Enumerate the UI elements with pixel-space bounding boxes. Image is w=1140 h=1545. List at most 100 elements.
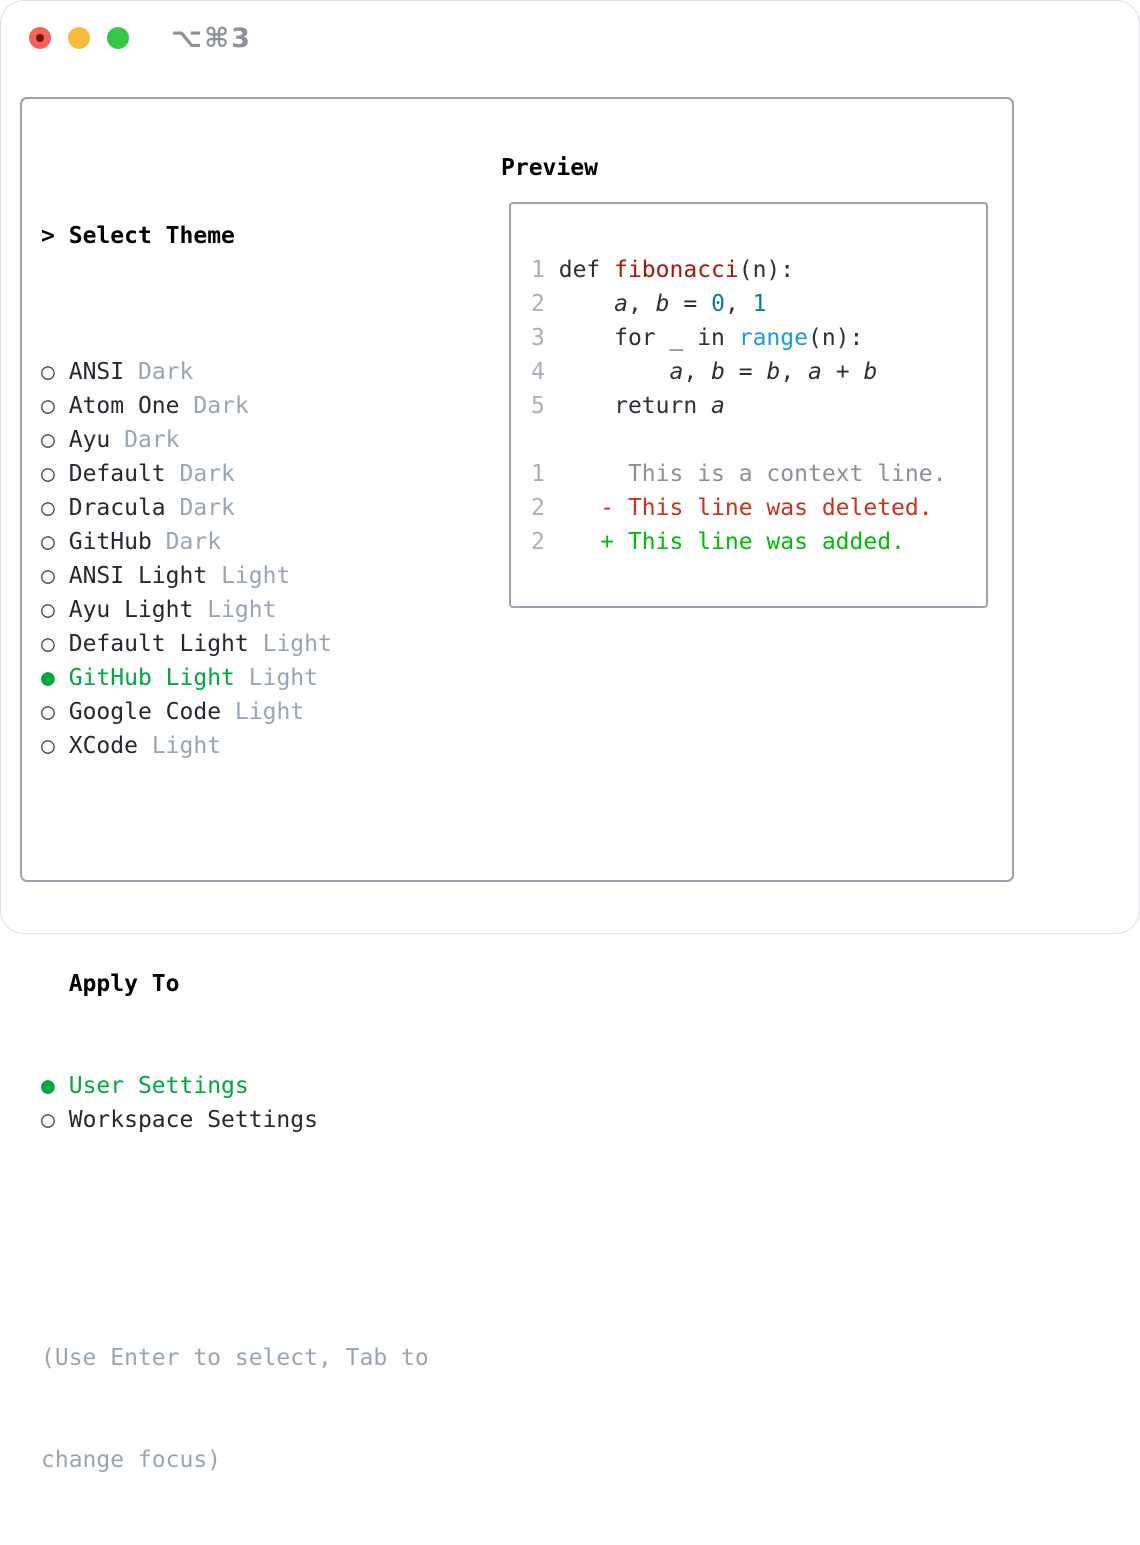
theme-name: ANSI Light — [68, 563, 208, 589]
select-theme-title: Select Theme — [68, 223, 235, 249]
radio-icon: ○ — [41, 563, 55, 589]
theme-item-github[interactable]: ○ GitHub Dark — [41, 525, 429, 559]
code-segment: + This line was added. — [558, 529, 905, 555]
code-segment — [559, 291, 614, 317]
theme-item-dracula[interactable]: ○ Dracula Dark — [41, 491, 429, 525]
radio-icon: ○ — [41, 359, 55, 385]
theme-variant: Light — [234, 699, 305, 725]
radio-icon: ○ — [41, 631, 55, 657]
theme-name: Ayu Light — [68, 597, 194, 623]
theme-list: ○ ANSI Dark○ Atom One Dark○ Ayu Dark○ De… — [41, 355, 429, 763]
code-segment: = — [669, 291, 712, 317]
code-line: 1 This is a context line. — [531, 457, 986, 491]
theme-variant: Dark — [165, 529, 222, 555]
code-segment: , — [780, 359, 809, 385]
code-segment: a — [808, 359, 822, 385]
code-segment: b — [655, 291, 670, 317]
code-segment — [559, 359, 670, 385]
code-segment: This is a context line. — [558, 461, 947, 487]
apply-option-label: User Settings — [68, 1073, 249, 1099]
theme-variant: Dark — [179, 461, 235, 487]
apply-option-workspace-settings[interactable]: ○ Workspace Settings — [41, 1103, 429, 1137]
line-number: 4 — [531, 359, 545, 385]
theme-name: GitHub — [68, 529, 152, 555]
radio-selected-icon: ● — [41, 1073, 55, 1099]
code-segment: + — [821, 359, 864, 385]
code-segment: fibonacci — [614, 257, 739, 283]
preview-panel: Preview 1 def fibonacci(n):2 a, b = 0, 1… — [501, 151, 988, 608]
radio-icon: ○ — [41, 1107, 55, 1133]
code-segment: b — [766, 359, 781, 385]
minimize-button[interactable] — [68, 27, 90, 49]
theme-name: Atom One — [68, 393, 180, 419]
code-line: 5 return a — [531, 389, 986, 423]
line-number: 2 — [531, 291, 545, 317]
theme-item-ayu[interactable]: ○ Ayu Dark — [41, 423, 429, 457]
main-panel: > Select Theme ○ ANSI Dark○ Atom One Dar… — [20, 97, 1014, 1473]
theme-picker: > Select Theme ○ ANSI Dark○ Atom One Dar… — [41, 151, 429, 1545]
theme-item-google-code[interactable]: ○ Google Code Light — [41, 695, 429, 729]
radio-icon: ○ — [41, 461, 55, 487]
code-segment: b — [711, 359, 725, 385]
code-segment: 1 — [752, 291, 767, 317]
theme-item-ansi[interactable]: ○ ANSI Dark — [41, 355, 429, 389]
code-segment: def — [558, 257, 615, 283]
spacer — [41, 1239, 429, 1273]
code-segment: - This line was deleted. — [558, 495, 933, 521]
theme-item-ansi-light[interactable]: ○ ANSI Light Light — [41, 559, 429, 593]
close-button[interactable] — [29, 27, 51, 49]
code-line: 2 - This line was deleted. — [531, 491, 986, 525]
code-line — [531, 423, 986, 457]
radio-icon: ○ — [41, 597, 55, 623]
app-window: ⌥⌘3 > Select Theme ○ ANSI Dark○ Atom One… — [0, 0, 1140, 1473]
code-segment: b — [863, 359, 878, 385]
close-dot-icon — [36, 34, 44, 42]
theme-name: Google Code — [68, 699, 222, 725]
theme-variant: Dark — [124, 427, 180, 453]
theme-item-default[interactable]: ○ Default Dark — [41, 457, 429, 491]
theme-name: XCode — [68, 733, 138, 759]
code-line: 1 def fibonacci(n): — [531, 253, 986, 287]
theme-variant: Dark — [179, 495, 235, 521]
theme-item-xcode[interactable]: ○ XCode Light — [41, 729, 429, 763]
theme-variant: Light — [248, 665, 318, 691]
code-line: 2 + This line was added. — [531, 525, 986, 559]
code-segment: a — [614, 291, 628, 317]
theme-name: ANSI — [68, 359, 125, 385]
radio-icon: ○ — [41, 529, 55, 555]
code-segment: (n): — [807, 325, 864, 351]
code-segment: (n): — [738, 257, 795, 283]
code-line: 4 a, b = b, a + b — [531, 355, 986, 389]
prompt-pointer-icon: > — [41, 223, 55, 249]
radio-icon: ○ — [41, 495, 55, 521]
code-segment: a — [669, 359, 684, 385]
theme-item-github-light[interactable]: ● GitHub Light Light — [41, 661, 429, 695]
code-segment: , — [627, 291, 656, 317]
zoom-button[interactable] — [107, 27, 129, 49]
theme-name: Default Light — [68, 631, 249, 657]
radio-icon: ○ — [41, 733, 55, 759]
code-segment: , — [724, 291, 753, 317]
line-number: 2 — [531, 495, 545, 521]
theme-variant: Dark — [193, 393, 249, 419]
theme-name: Default — [68, 461, 166, 487]
spacer — [41, 865, 429, 899]
code-segment: = — [724, 359, 767, 385]
radio-icon: ○ — [41, 699, 55, 725]
theme-item-ayu-light[interactable]: ○ Ayu Light Light — [41, 593, 429, 627]
radio-selected-icon: ● — [41, 665, 55, 691]
theme-variant: Light — [221, 563, 291, 589]
code-segment: , — [683, 359, 712, 385]
apply-option-user-settings[interactable]: ● User Settings — [41, 1069, 429, 1103]
line-number: 1 — [531, 461, 545, 487]
help-text-line-1: (Use Enter to select, Tab to — [41, 1345, 429, 1371]
code-segment: for _ in — [558, 325, 739, 351]
theme-item-atom-one[interactable]: ○ Atom One Dark — [41, 389, 429, 423]
theme-item-default-light[interactable]: ○ Default Light Light — [41, 627, 429, 661]
radio-icon: ○ — [41, 393, 55, 419]
theme-variant: Light — [207, 597, 277, 623]
code-line: 2 a, b = 0, 1 — [531, 287, 986, 321]
line-number: 5 — [531, 393, 545, 419]
radio-icon: ○ — [41, 427, 55, 453]
